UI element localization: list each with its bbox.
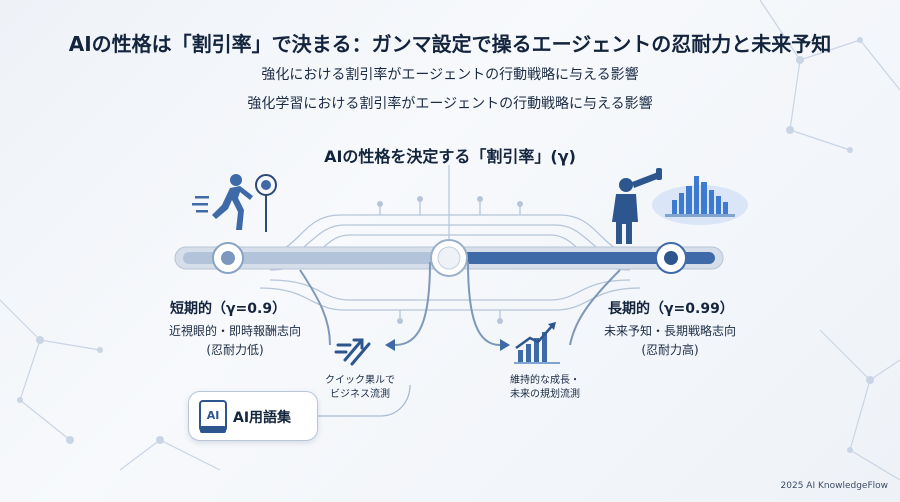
subtitle-2: 強化学習における割引率がエージェントの行動戦略に与える影響	[247, 96, 653, 112]
page-title: AIの性格は「割引率」で決まる：ガンマ設定で操るエージェントの忍耐力と未来予知	[68, 32, 832, 56]
center-right-arrow-path	[467, 261, 501, 346]
right-arrowhead	[500, 339, 510, 351]
glossary-connector	[318, 384, 411, 417]
short-term-desc-2: (忍耐力低)	[206, 343, 264, 357]
long-term-desc-2: (忍耐力高)	[641, 343, 699, 357]
dash-arrows-icon	[334, 338, 371, 366]
left-arrowhead	[385, 339, 395, 351]
footer-credit: 2025 AI KnowledgeFlow	[780, 481, 888, 491]
short-term-desc-1: 近視眼的・即時報酬志向	[168, 324, 301, 338]
short-term-heading: 短期的（γ=0.9）	[170, 301, 287, 317]
short-outcome-2: ビジネス流測	[330, 389, 390, 400]
right-down-path	[569, 269, 621, 346]
runner-icon	[192, 174, 253, 230]
glossary-button[interactable]: AI AI用語集	[188, 391, 318, 441]
short-outcome-1: クイック果ルで	[325, 375, 395, 386]
telescope-person-icon	[612, 168, 662, 244]
book-icon: AI	[199, 400, 227, 433]
long-outcome-2: 未来の規划流測	[510, 389, 580, 400]
left-down-path	[299, 269, 331, 346]
slider-right-fill	[453, 252, 715, 264]
target-icon	[255, 174, 277, 232]
center-left-arrow-path	[394, 261, 431, 346]
slider-left-fill	[183, 252, 445, 264]
city-skyline-icon	[652, 176, 748, 225]
glossary-label: AI用語集	[233, 410, 292, 426]
long-term-heading: 長期的（γ=0.99）	[608, 301, 734, 317]
long-term-desc-1: 未来予知・長期戦略志向	[603, 324, 736, 338]
long-outcome-1: 維持的な成長・	[510, 375, 580, 386]
subtitle-1: 強化における割引率がエージェントの行動戦略に与える影響	[261, 67, 639, 83]
growth-chart-icon	[514, 322, 560, 364]
section-title: AIの性格を決定する「割引率」(γ)	[324, 147, 576, 166]
book-icon-label: AI	[207, 409, 220, 422]
